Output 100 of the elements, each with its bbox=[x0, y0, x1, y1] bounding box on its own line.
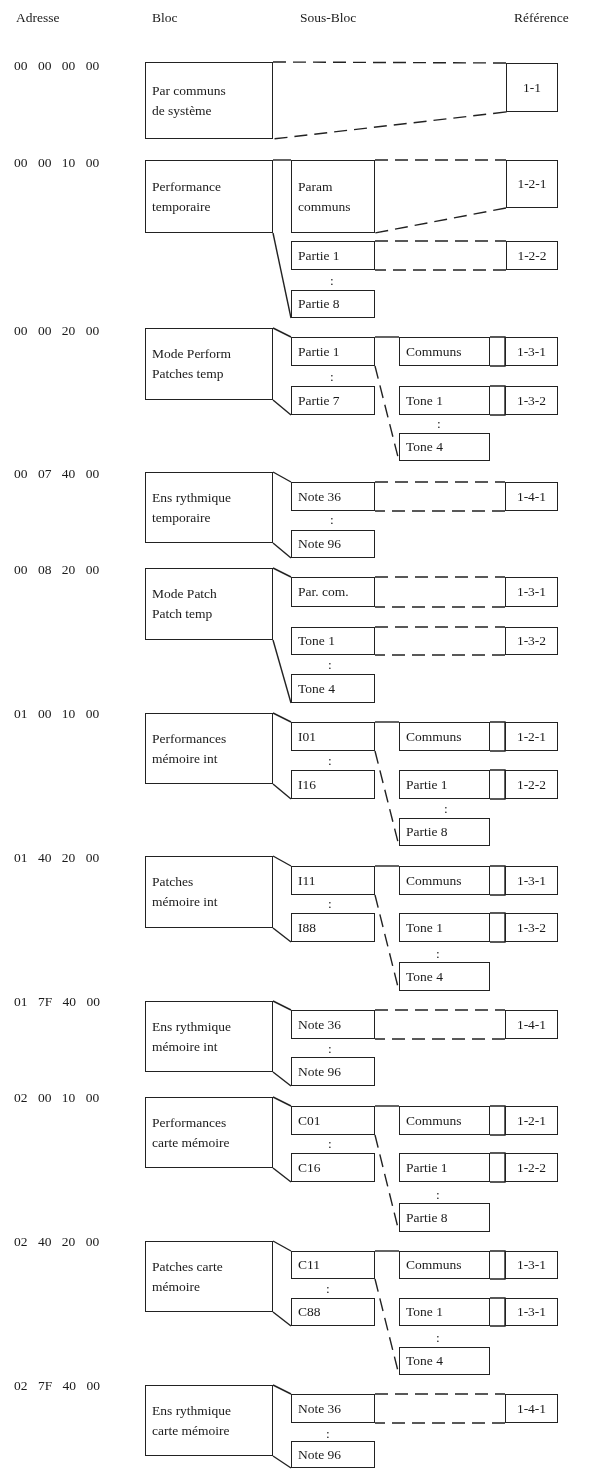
reference-box bbox=[505, 866, 558, 895]
sub-block-box bbox=[291, 1251, 375, 1279]
sub-block-label: Tone 4 bbox=[406, 438, 444, 457]
continuation-dots: : bbox=[328, 1041, 332, 1058]
sub-block-label: Note 96 bbox=[298, 535, 343, 554]
sub-block-box bbox=[291, 1010, 375, 1039]
reference-box bbox=[506, 241, 558, 270]
sub-block-label: Param communs bbox=[298, 177, 352, 216]
sub-block-label: Tone 1 bbox=[406, 391, 444, 410]
sub-block-box bbox=[399, 1298, 490, 1326]
continuation-dots: : bbox=[330, 512, 334, 529]
reference-label: 1-3-1 bbox=[516, 1303, 547, 1322]
reference-box bbox=[506, 160, 558, 208]
connector-line bbox=[272, 471, 292, 483]
sub-block-box bbox=[291, 160, 375, 233]
block-label: Ens rythmique carte mémoire bbox=[152, 1401, 233, 1440]
sub-block-box bbox=[291, 913, 375, 942]
continuation-dots: : bbox=[326, 1426, 330, 1443]
reference-label: 1-3-2 bbox=[516, 632, 547, 651]
sub-block-box bbox=[291, 241, 375, 270]
reference-label: 1-4-1 bbox=[516, 487, 547, 506]
connector-line bbox=[374, 1105, 400, 1107]
reference-label: 1-3-2 bbox=[516, 918, 547, 937]
connector-line bbox=[489, 912, 506, 943]
reference-box bbox=[505, 770, 558, 799]
sub-block-label: I16 bbox=[298, 775, 317, 794]
sub-block-label: C88 bbox=[298, 1303, 322, 1322]
address-label: 01 40 20 00 bbox=[14, 850, 100, 867]
block-box bbox=[145, 568, 273, 640]
reference-label: 1-2-1 bbox=[516, 727, 547, 746]
dashed-connector-line bbox=[272, 61, 507, 140]
continuation-dots: : bbox=[436, 1330, 440, 1347]
dashed-connector-line bbox=[374, 626, 506, 656]
sub-block-label: Note 36 bbox=[298, 487, 343, 506]
sub-block-label: Partie 8 bbox=[298, 295, 341, 314]
connector-line bbox=[272, 327, 292, 338]
connector-line bbox=[272, 927, 292, 943]
connector-line bbox=[489, 336, 506, 367]
sub-block-label: Tone 1 bbox=[298, 632, 336, 651]
continuation-dots: : bbox=[437, 416, 441, 433]
sub-block-label: I88 bbox=[298, 918, 317, 937]
block-box bbox=[145, 472, 273, 543]
dashed-connector-line bbox=[374, 481, 506, 512]
sub-block-label: C11 bbox=[298, 1256, 321, 1275]
sub-block-box bbox=[399, 1153, 490, 1182]
continuation-dots: : bbox=[328, 896, 332, 913]
sub-block-label: C01 bbox=[298, 1111, 322, 1130]
reference-label: 1-2-1 bbox=[517, 175, 547, 194]
continuation-dots: : bbox=[436, 1187, 440, 1204]
reference-box bbox=[505, 1251, 558, 1279]
sub-block-label: C16 bbox=[298, 1158, 322, 1177]
sub-block-box bbox=[291, 770, 375, 799]
address-label: 00 08 20 00 bbox=[14, 562, 100, 579]
sub-block-label: I11 bbox=[298, 871, 317, 890]
block-box bbox=[145, 62, 273, 139]
sub-block-label: Communs bbox=[406, 1111, 463, 1130]
reference-label: 1-3-2 bbox=[516, 391, 547, 410]
dashed-connector-line bbox=[374, 576, 506, 608]
reference-box bbox=[506, 63, 558, 112]
connector-line bbox=[272, 783, 292, 800]
sub-block-box bbox=[291, 577, 375, 607]
sub-block-label: Note 96 bbox=[298, 1062, 343, 1081]
sub-block-box bbox=[291, 627, 375, 655]
connector-line bbox=[272, 855, 292, 867]
sub-block-box bbox=[291, 1441, 375, 1468]
address-label: 01 7F 40 00 bbox=[14, 994, 100, 1011]
continuation-dots: : bbox=[330, 273, 334, 290]
block-label: Performances carte mémoire bbox=[152, 1113, 231, 1152]
block-box bbox=[145, 328, 273, 400]
block-box bbox=[145, 1385, 273, 1456]
sub-block-box bbox=[399, 433, 490, 461]
reference-box bbox=[505, 1106, 558, 1135]
continuation-dots: : bbox=[436, 946, 440, 963]
column-header: Bloc bbox=[152, 10, 178, 27]
connector-line bbox=[272, 1000, 292, 1011]
reference-label: 1-4-1 bbox=[516, 1399, 547, 1418]
continuation-dots: : bbox=[326, 1281, 330, 1298]
column-header: Sous-Bloc bbox=[300, 10, 357, 27]
sub-block-box bbox=[399, 818, 490, 846]
block-label: Performance temporaire bbox=[152, 177, 222, 216]
sub-block-box bbox=[399, 1347, 490, 1375]
block-label: Patches mémoire int bbox=[152, 873, 219, 911]
sub-block-label: Tone 4 bbox=[406, 1352, 444, 1371]
connector-line bbox=[374, 336, 400, 338]
reference-box bbox=[505, 337, 558, 366]
reference-box bbox=[505, 1298, 558, 1326]
reference-box bbox=[505, 913, 558, 942]
reference-box bbox=[505, 627, 558, 655]
dashed-connector-line bbox=[374, 240, 507, 271]
sub-block-box bbox=[399, 722, 490, 751]
continuation-dots: : bbox=[444, 801, 448, 818]
connector-line bbox=[374, 865, 400, 867]
address-label: 00 00 10 00 bbox=[14, 155, 100, 172]
sub-block-box bbox=[399, 962, 490, 991]
connector-line bbox=[272, 1167, 292, 1183]
sub-block-box bbox=[291, 1106, 375, 1135]
dashed-connector-line bbox=[374, 159, 507, 234]
block-box bbox=[145, 1241, 273, 1312]
sub-block-box bbox=[291, 386, 375, 415]
sub-block-label: Communs bbox=[406, 727, 463, 746]
